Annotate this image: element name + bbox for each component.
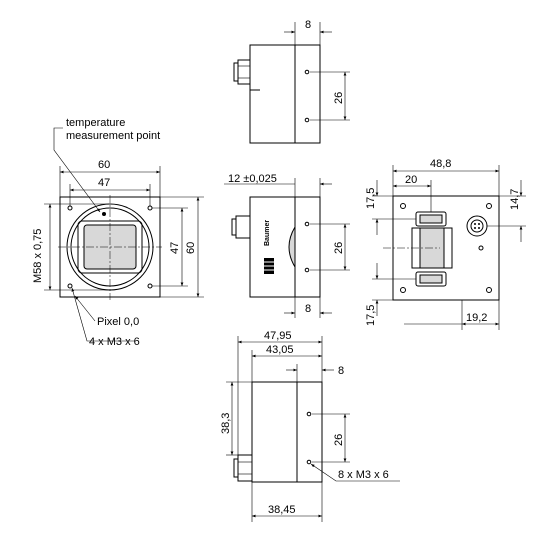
dim-top-8: 8 — [305, 19, 311, 31]
label-lens-mount: M58 x 0,75 — [32, 229, 44, 283]
side-view: Baumer 12 ±0,025 26 8 — [224, 173, 350, 318]
rear-view: 48,8 20 17,5 14,7 17,5 19,2 — [365, 158, 526, 330]
dim-rear-48-8: 48,8 — [430, 158, 451, 170]
label-temp-1: temperature — [66, 117, 125, 129]
dim-bot-38-45: 38,45 — [268, 504, 296, 516]
dim-rear-14-7: 14,7 — [509, 189, 521, 210]
bottom-view: 47,95 43,05 8 38,3 26 8 x M3 x 6 38,45 — [220, 330, 400, 522]
hole-icon — [304, 69, 310, 75]
dim-front-47-h: 47 — [169, 242, 181, 254]
dim-front-60-h: 60 — [185, 242, 197, 254]
dim-bot-26: 26 — [333, 434, 345, 446]
dim-front-47-w: 47 — [98, 177, 110, 189]
label-holes-bottom: 8 x M3 x 6 — [338, 469, 389, 481]
dim-rear-17-5-top: 17,5 — [365, 188, 377, 209]
label-holes-front: 4 x M3 x 6 — [89, 336, 140, 348]
label-brand: Baumer — [264, 220, 271, 246]
dim-side-8: 8 — [305, 303, 311, 315]
dim-bot-8: 8 — [338, 365, 344, 377]
dim-rear-20: 20 — [405, 174, 417, 186]
dim-bot-38-3: 38,3 — [220, 413, 232, 434]
front-view: 60 47 47 60 M58 x 0,75 temperature measu… — [32, 117, 204, 348]
dim-top-26: 26 — [333, 92, 345, 104]
dim-bot-47-95: 47,95 — [264, 330, 292, 342]
dim-side-26: 26 — [333, 242, 345, 254]
top-view: 8 26 — [233, 19, 350, 144]
dim-rear-19-2: 19,2 — [466, 312, 487, 324]
dim-side-12: 12 ±0,025 — [228, 173, 277, 185]
label-pixel: Pixel 0,0 — [97, 316, 139, 328]
dim-rear-17-5-bot: 17,5 — [365, 305, 377, 326]
dim-bot-43-05: 43,05 — [266, 344, 294, 356]
label-temp-2: measurement point — [66, 130, 160, 142]
dim-front-60-w: 60 — [98, 159, 110, 171]
hole-icon — [304, 117, 310, 123]
